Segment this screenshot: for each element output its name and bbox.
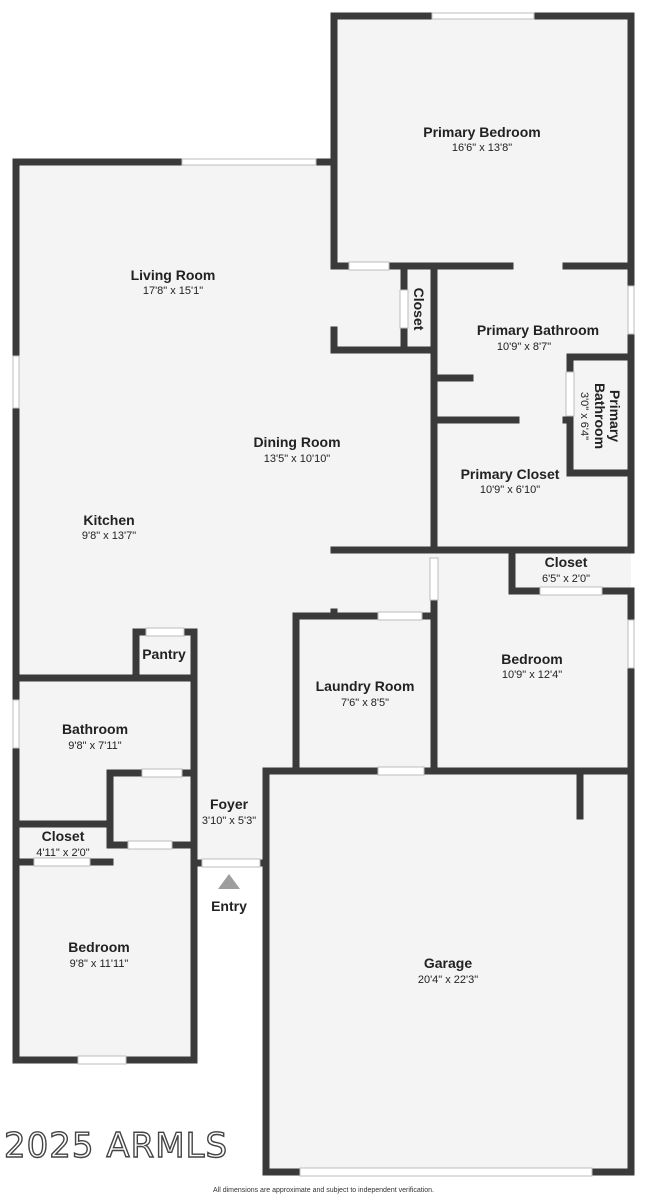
watermark: 2025 ARMLS <box>3 1125 229 1166</box>
window-bathroom-left <box>12 699 20 749</box>
floor-lower-left <box>16 678 194 1060</box>
entry-arrow-icon <box>218 874 240 889</box>
label-closet-left: Closet <box>42 828 85 844</box>
label-closet-right: Closet <box>545 554 588 570</box>
dims-closet-right: 6'5" x 2'0" <box>542 573 590 585</box>
floor-garage <box>266 771 631 1172</box>
label-dining-room: Dining Room <box>253 434 340 450</box>
window-living-room-top <box>181 158 317 166</box>
label-garage: Garage <box>424 955 472 971</box>
dims-bathroom: 9'8" x 7'11" <box>68 740 121 752</box>
dims-foyer: 3'10" x 5'3" <box>202 815 256 827</box>
dims-primary-bathroom-small: 3'0" x 6'4" <box>578 392 590 440</box>
garage-door <box>299 1167 593 1177</box>
dims-kitchen: 9'8" x 13'7" <box>82 530 136 542</box>
dims-primary-bathroom: 10'9" x 8'7" <box>497 341 551 353</box>
label-primary-bedroom: Primary Bedroom <box>423 124 540 140</box>
window-bedroom-left-bottom <box>77 1055 127 1065</box>
window-bedroom-right <box>627 619 635 669</box>
label-bedroom-right: Bedroom <box>501 651 562 667</box>
label-primary-closet: Primary Closet <box>461 466 560 482</box>
label-primary-bathroom-small-1: Primary <box>607 390 623 442</box>
dims-laundry-room: 7'6" x 8'5" <box>341 697 389 709</box>
window-primary-bath-right <box>627 285 635 335</box>
label-primary-bathroom-small-2: Bathroom <box>592 383 608 449</box>
label-entry: Entry <box>211 898 247 914</box>
door-gap-laundry-top <box>377 611 423 621</box>
label-kitchen: Kitchen <box>83 512 134 528</box>
dims-primary-bedroom: 16'6" x 13'8" <box>452 142 512 154</box>
dims-garage: 20'4" x 22'3" <box>418 974 478 986</box>
label-bathroom: Bathroom <box>62 721 128 737</box>
disclaimer: All dimensions are approximate and subje… <box>212 1187 435 1194</box>
dims-dining-room: 13'5" x 10'10" <box>264 453 331 465</box>
label-pantry: Pantry <box>142 646 186 662</box>
door-gap-closet-side <box>399 289 409 329</box>
door-gap-bedroom-left <box>127 840 173 850</box>
floor-areas <box>16 16 631 1172</box>
label-living-room: Living Room <box>131 267 216 283</box>
entry-door <box>201 858 261 868</box>
door-gap-bathroom <box>141 768 183 778</box>
dims-bedroom-right: 10'9" x 12'4" <box>502 669 562 681</box>
label-laundry-room: Laundry Room <box>316 678 415 694</box>
label-foyer: Foyer <box>210 796 249 812</box>
door-gap-closet-left <box>33 857 91 867</box>
door-gap-pantry <box>145 627 185 637</box>
label-bedroom-left: Bedroom <box>68 939 129 955</box>
room-labels: Primary Bedroom 16'6" x 13'8" Living Roo… <box>36 124 623 986</box>
label-primary-bathroom: Primary Bathroom <box>477 322 599 338</box>
window-living-room-left <box>12 355 20 409</box>
window-primary-bedroom-top <box>431 12 535 20</box>
door-gap-laundry-bottom <box>377 766 425 776</box>
windows <box>12 12 635 1177</box>
dims-bedroom-left: 9'8" x 11'11" <box>70 958 129 970</box>
dims-living-room: 17'8" x 15'1" <box>143 285 203 297</box>
door-gap-closet-right <box>539 586 603 596</box>
door-gap-hall-right <box>429 557 439 601</box>
floor-right-wing <box>434 266 631 770</box>
dims-primary-closet: 10'9" x 6'10" <box>480 484 540 496</box>
door-gap-closet-upper <box>348 261 390 271</box>
door-gap-small-bath <box>565 371 575 417</box>
floor-laundry <box>296 616 434 772</box>
dims-closet-left: 4'11" x 2'0" <box>36 847 89 859</box>
label-closet-upper: Closet <box>411 288 427 331</box>
